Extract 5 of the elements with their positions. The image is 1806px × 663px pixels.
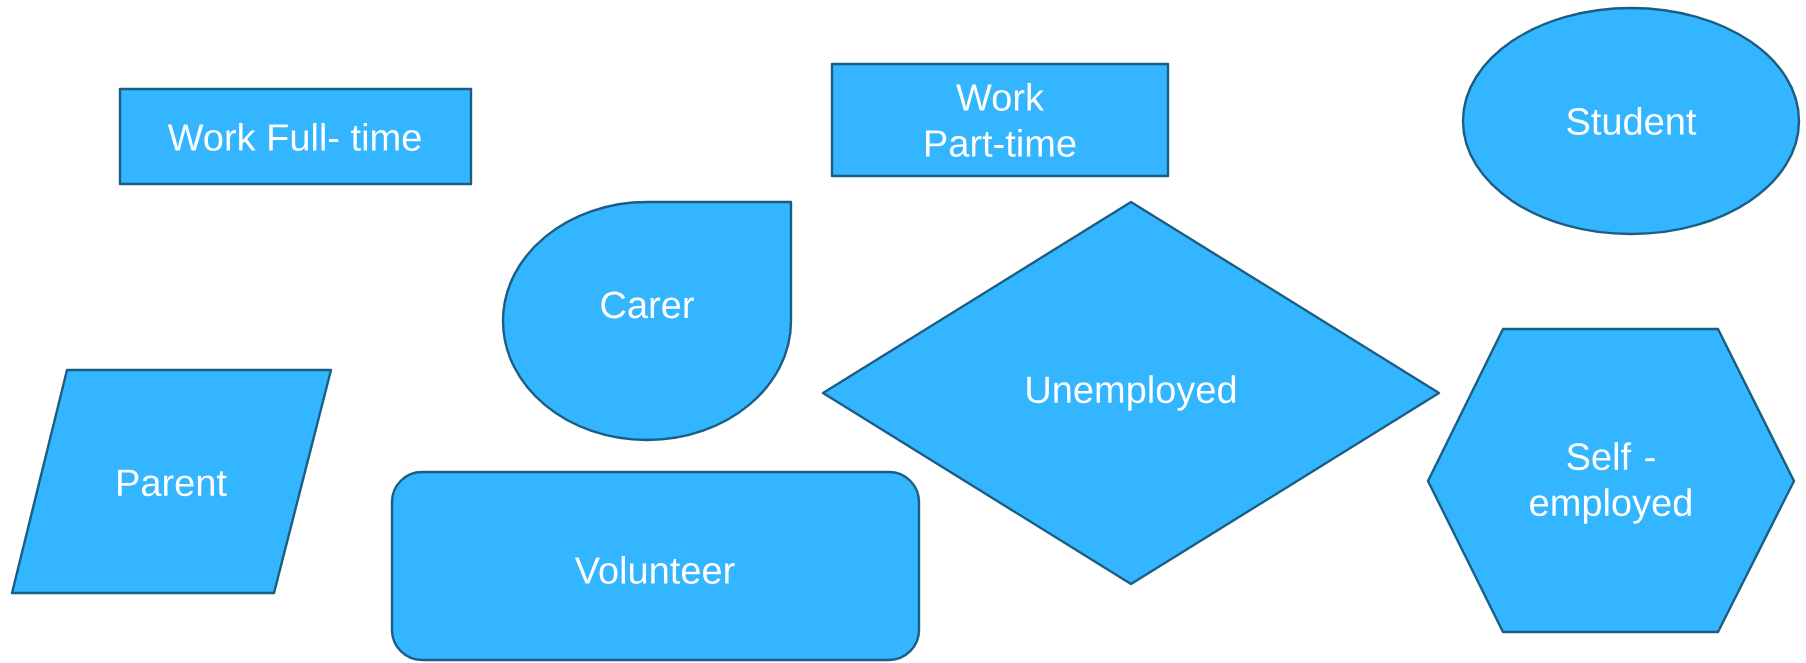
parallelogram-box: Parent xyxy=(10,368,333,595)
rounded-box: Volunteer xyxy=(390,470,921,662)
process-box: Work Full- time xyxy=(118,87,473,186)
hexagon-box: Self - employed xyxy=(1426,327,1796,634)
process-box: Work Part-time xyxy=(830,62,1170,178)
